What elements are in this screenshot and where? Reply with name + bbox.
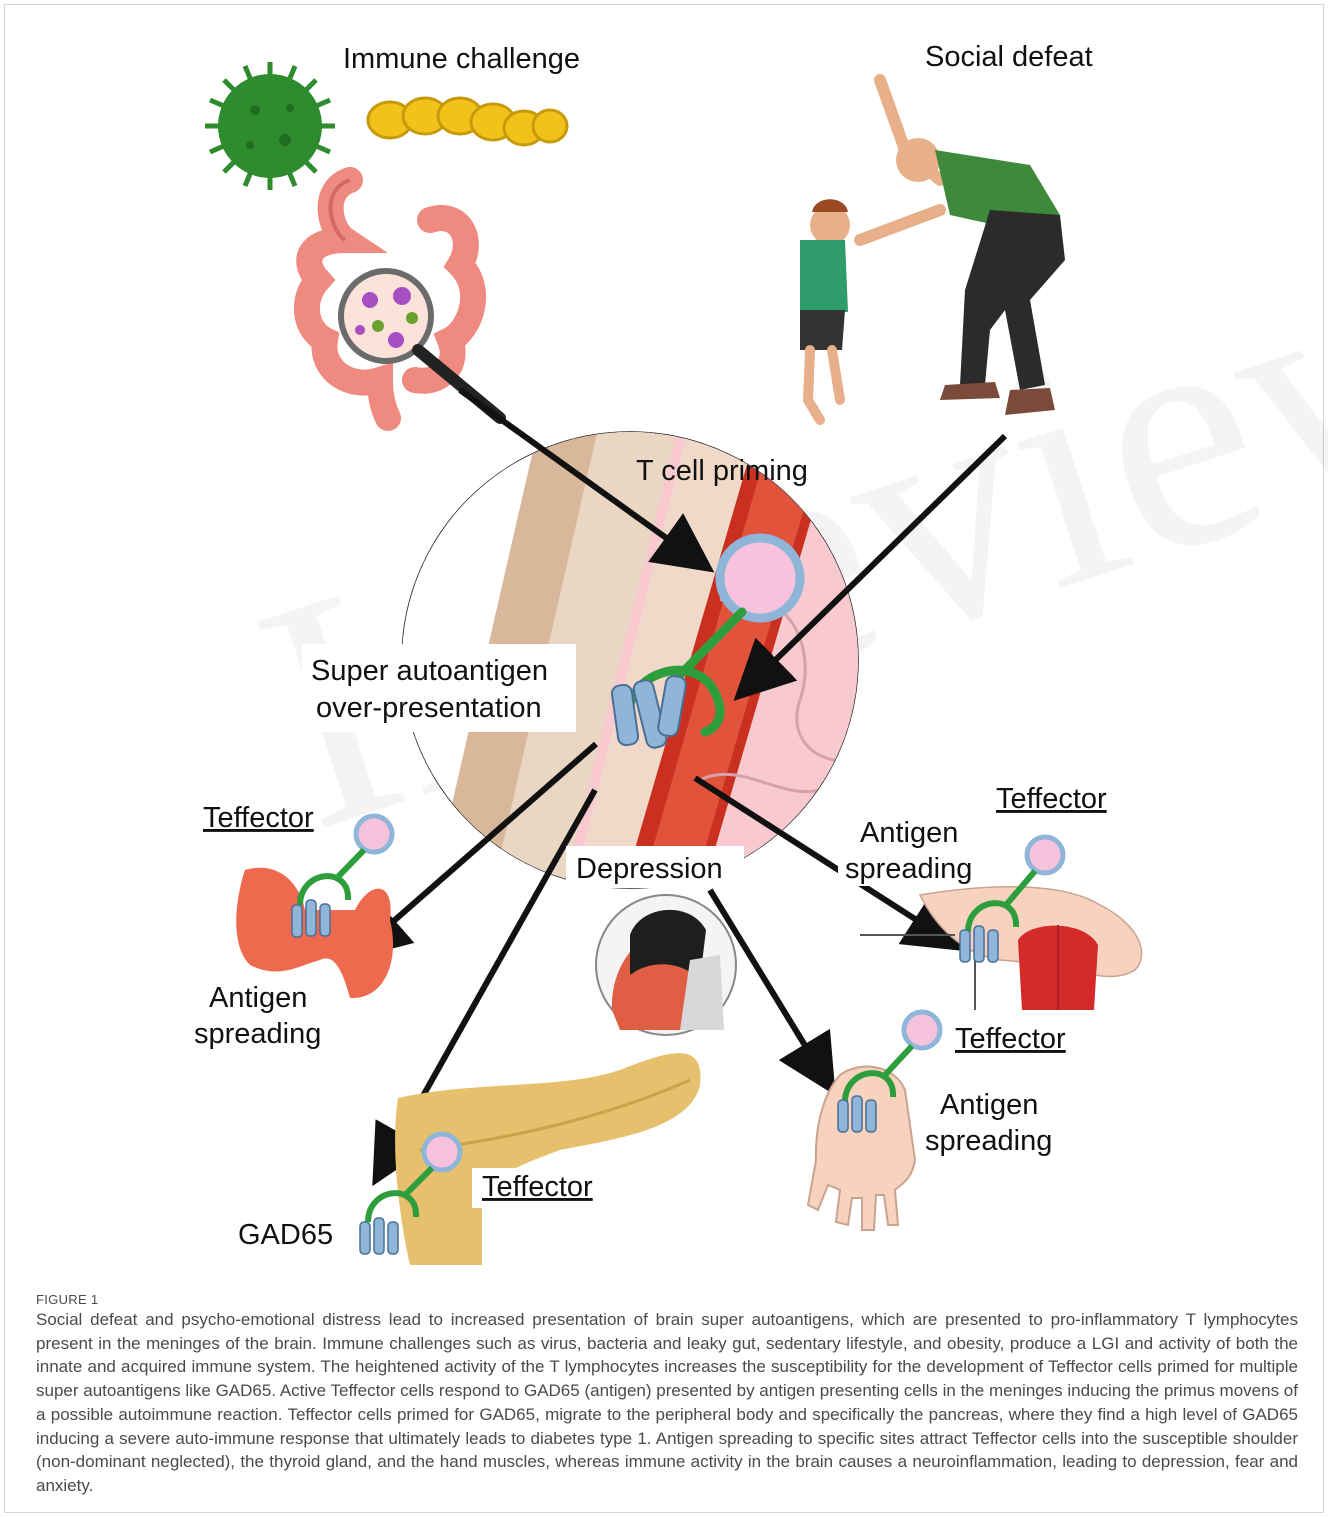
svg-text:Antigen: Antigen [209, 982, 307, 1014]
figure-number: FIGURE 1 [36, 1292, 98, 1307]
svg-text:Antigen: Antigen [940, 1089, 1038, 1121]
svg-text:GAD65: GAD65 [238, 1219, 333, 1251]
label-teffector-pancreas: Teffector [472, 1168, 604, 1208]
label-antigen-spreading-thyroid: Antigen spreading [194, 982, 321, 1050]
svg-text:spreading: spreading [845, 853, 972, 885]
svg-text:Antigen: Antigen [860, 817, 958, 849]
svg-text:Teffector: Teffector [996, 783, 1107, 815]
svg-text:Super autoantigen: Super autoantigen [311, 655, 548, 687]
label-teffector-shoulder: Teffector [996, 783, 1107, 815]
label-teffector-hand: Teffector [955, 1023, 1066, 1055]
hand-icon [808, 1067, 915, 1230]
svg-text:Teffector: Teffector [955, 1023, 1066, 1055]
svg-text:spreading: spreading [194, 1018, 321, 1050]
svg-text:Immune challenge: Immune challenge [343, 43, 580, 75]
svg-text:Teffector: Teffector [203, 802, 314, 834]
svg-text:over-presentation: over-presentation [316, 692, 542, 724]
label-t-cell-priming: T cell priming [636, 455, 808, 487]
label-super-autoantigen: Super autoantigen over-presentation [302, 644, 576, 732]
virus-icon [205, 62, 335, 190]
svg-text:T cell priming: T cell priming [636, 455, 808, 487]
label-depression: Depression [566, 846, 744, 888]
depressed-person-icon [596, 895, 736, 1035]
svg-text:Teffector: Teffector [482, 1171, 593, 1203]
label-teffector-thyroid: Teffector [203, 802, 314, 834]
svg-text:spreading: spreading [925, 1125, 1052, 1157]
label-gad65: GAD65 [238, 1219, 333, 1251]
bacteria-chain-icon [368, 98, 567, 145]
label-immune-challenge: Immune challenge [343, 43, 580, 75]
svg-text:Social defeat: Social defeat [925, 41, 1093, 73]
label-antigen-spreading-shoulder: Antigen spreading [838, 814, 986, 886]
label-social-defeat: Social defeat [925, 41, 1093, 73]
figure-illustration: In review Immune challenge [0, 0, 1328, 1285]
leaky-gut-icon [307, 180, 500, 418]
label-antigen-spreading-hand: Antigen spreading [925, 1089, 1052, 1157]
figure-caption: Social defeat and psycho-emotional distr… [36, 1308, 1298, 1498]
svg-text:Depression: Depression [576, 853, 723, 885]
